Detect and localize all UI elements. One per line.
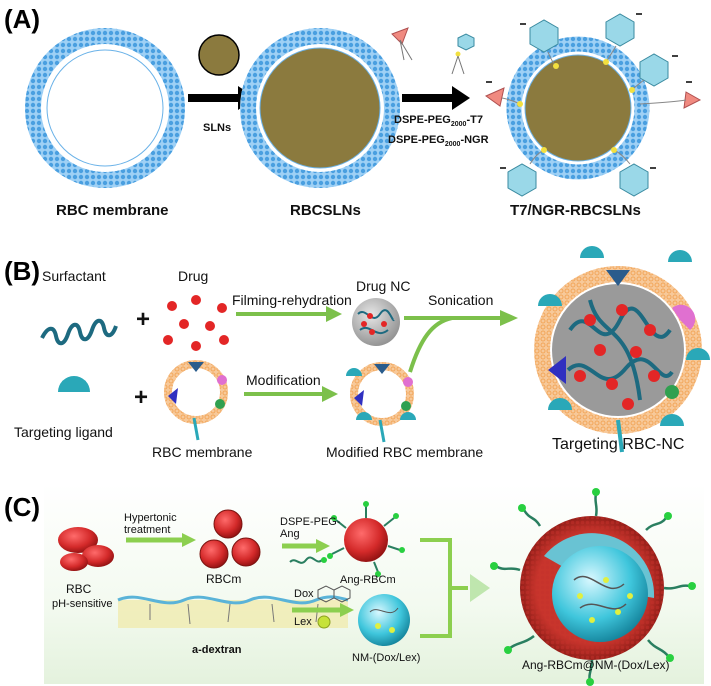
drug-nc-particle bbox=[352, 298, 400, 346]
sln-label: SLNs bbox=[203, 122, 232, 134]
panel-b-label: (B) bbox=[4, 256, 41, 286]
arrow-dspe bbox=[316, 539, 330, 553]
rbcm-label: RBCm bbox=[206, 572, 242, 586]
rbc-discs bbox=[58, 527, 114, 571]
modified-rbc-label: Modified RBC membrane bbox=[326, 444, 484, 460]
caption-rbc-membrane: RBC membrane bbox=[56, 202, 169, 219]
t7-ligand-icon bbox=[391, 27, 413, 61]
dspe-peg-ang-label-1: DSPE-PEG- bbox=[280, 516, 341, 528]
a-dextran-band bbox=[118, 600, 348, 628]
rbc-membrane-orange bbox=[164, 360, 228, 441]
dspe-peg-t7-main: DSPE-PEG bbox=[394, 114, 451, 126]
nm-particle bbox=[358, 594, 410, 646]
dspe-peg-ngr-main: DSPE-PEG bbox=[388, 134, 445, 146]
rbc-label-c: RBC bbox=[66, 582, 92, 596]
arrow-a2 bbox=[402, 86, 470, 110]
ang-rbcm-nm-particle bbox=[490, 488, 696, 686]
lex-label: Lex bbox=[294, 616, 312, 628]
sln-core-ball bbox=[198, 34, 240, 76]
caption-rbcslns: RBCSLNs bbox=[290, 202, 361, 219]
ang-rbcm-label: Ang-RBCm bbox=[340, 574, 396, 586]
surfactant-icon bbox=[40, 318, 118, 346]
lex-ball-icon bbox=[317, 615, 331, 629]
modification-label: Modification bbox=[246, 372, 321, 388]
ph-sensitive-label: pH-sensitive bbox=[52, 598, 113, 610]
dspe-peg-ngr-label: DSPE-PEG2000-NGR bbox=[388, 134, 489, 148]
dspe-peg-t7-tail: -T7 bbox=[466, 114, 483, 126]
dspe-peg-t7-sub: 2000 bbox=[450, 121, 467, 129]
arrow-dox bbox=[340, 603, 354, 617]
ngr-ligand-icon bbox=[451, 33, 475, 75]
sonication-label: Sonication bbox=[428, 292, 494, 308]
hypertonic-label-1: Hypertonic bbox=[124, 512, 177, 524]
drug-dots-icon bbox=[163, 295, 229, 351]
surfactant-label: Surfactant bbox=[42, 268, 106, 284]
targeting-ligand-label: Targeting ligand bbox=[14, 424, 113, 440]
drug-label: Drug bbox=[178, 268, 209, 284]
targeting-rbc-nc-label: Targeting RBC-NC bbox=[552, 436, 685, 453]
ang-rbcm-particle bbox=[327, 501, 405, 577]
arrow-merge bbox=[408, 316, 453, 373]
dox-label: Dox bbox=[294, 588, 314, 600]
dspe-peg-ngr-tail: -NGR bbox=[460, 134, 489, 146]
arrow-hypertonic bbox=[182, 533, 196, 547]
dox-molecule-icon bbox=[317, 585, 351, 603]
targeting-rbc-nc-particle bbox=[534, 246, 710, 453]
dspe-peg-ngr-sub: 2000 bbox=[444, 141, 461, 149]
hypertonic-label-2: treatment bbox=[124, 524, 171, 536]
merge-bracket bbox=[420, 538, 468, 638]
rbcsln-particle bbox=[240, 28, 400, 188]
rbcm-vesicles bbox=[199, 509, 261, 569]
final-particle-label: Ang-RBCm@NM-(Dox/Lex) bbox=[522, 658, 670, 672]
t7-ngr-rbcsln-particle bbox=[484, 13, 702, 197]
panel-c-label: (C) bbox=[4, 492, 41, 522]
drug-nc-label: Drug NC bbox=[356, 278, 411, 294]
panel-a-label: (A) bbox=[4, 4, 41, 34]
rbc-membrane-vesicle bbox=[25, 28, 185, 188]
a-dextran-label: a-dextran bbox=[192, 644, 242, 656]
modified-rbc-membrane bbox=[346, 362, 416, 443]
rbc-membrane-label-b: RBC membrane bbox=[152, 444, 253, 460]
plus-2: + bbox=[134, 384, 149, 411]
dspe-peg-t7-label: DSPE-PEG2000-T7 bbox=[394, 114, 483, 128]
nm-label: NM-(Dox/Lex) bbox=[352, 652, 421, 664]
dspe-peg-ang-label-2: Ang bbox=[280, 528, 300, 540]
targeting-ligand-icon bbox=[58, 376, 90, 392]
arrow-a1 bbox=[188, 86, 256, 110]
filming-label: Filming-rehydration bbox=[232, 292, 352, 308]
plus-1: + bbox=[136, 306, 151, 333]
caption-t7-ngr-rbcslns: T7/NGR-RBCSLNs bbox=[510, 202, 641, 219]
